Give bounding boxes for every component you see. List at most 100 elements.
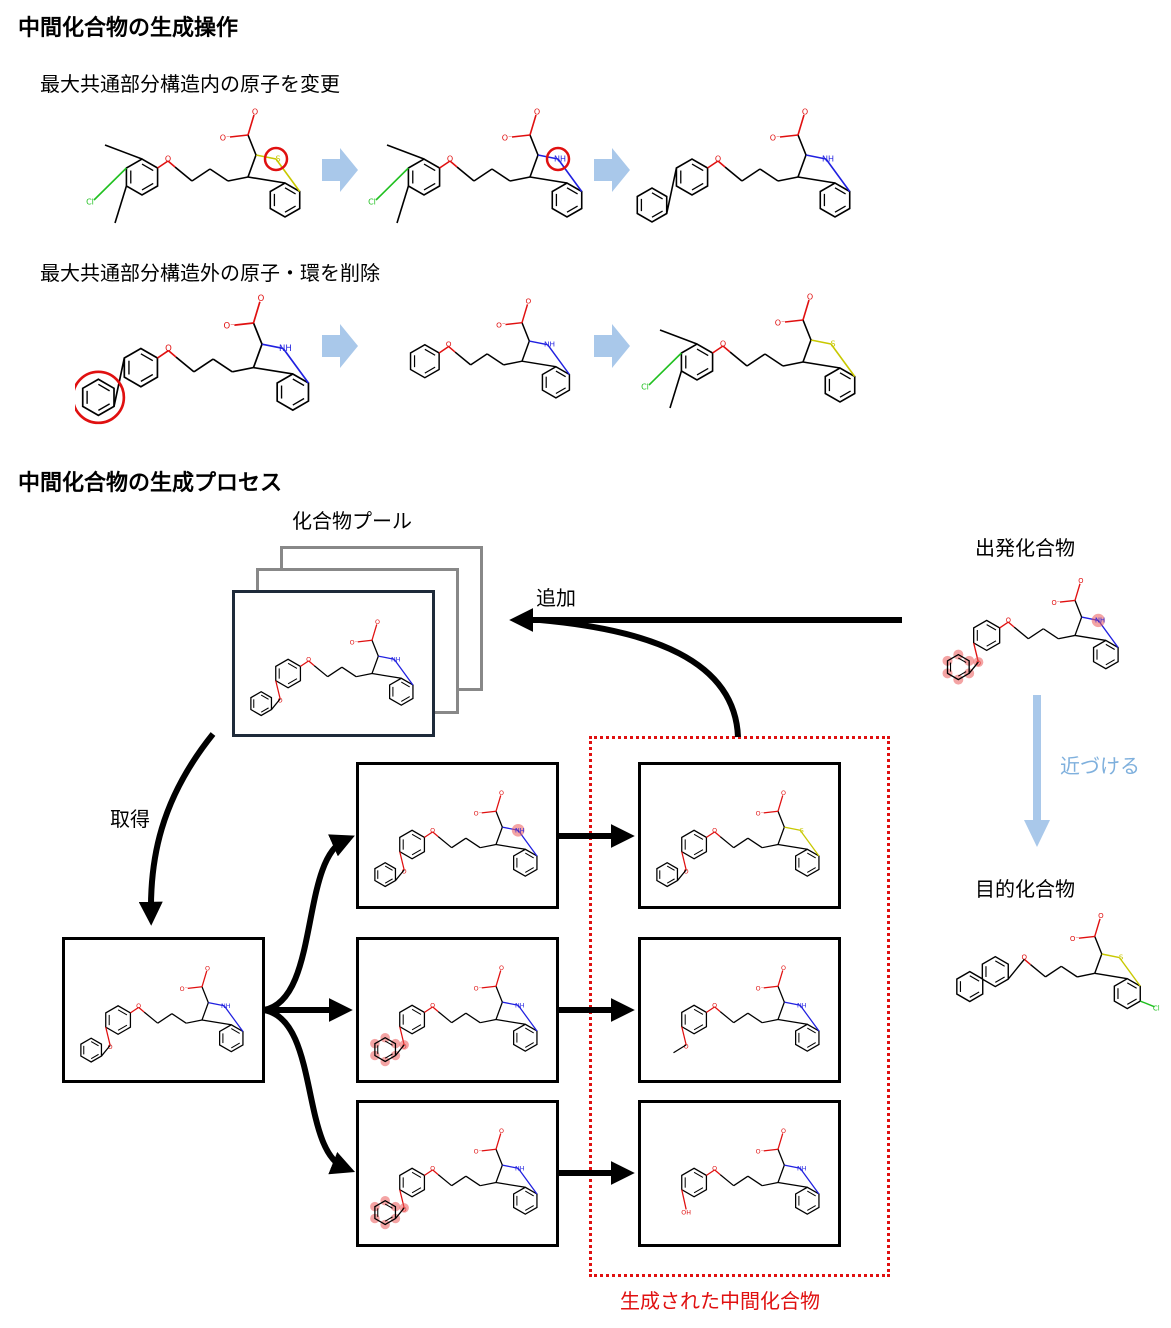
bond xyxy=(171,1013,187,1024)
ring-bond xyxy=(374,861,397,888)
bond xyxy=(529,340,548,346)
bond xyxy=(529,154,539,178)
oxygen-label: O⁻ xyxy=(756,1149,764,1156)
bond xyxy=(777,843,808,850)
ring-double-bond xyxy=(958,671,967,677)
ring-double-bond xyxy=(260,707,269,713)
ring-double-bond xyxy=(666,865,675,871)
bond xyxy=(437,1011,453,1024)
ring-double-bond xyxy=(807,1027,816,1034)
bond xyxy=(777,176,799,182)
ring-double-bond xyxy=(140,353,154,362)
ring-double-bond xyxy=(525,1205,534,1211)
bond xyxy=(521,322,531,342)
bond xyxy=(1101,953,1120,959)
ether-oxygen-label: O xyxy=(136,1003,141,1010)
bond xyxy=(502,1164,519,1169)
bond xyxy=(209,168,229,182)
bond xyxy=(1094,936,1103,955)
bond xyxy=(449,160,458,168)
ring-bond xyxy=(1092,639,1119,670)
ring-double-bond xyxy=(807,852,816,859)
generated-label: 生成された中間化合物 xyxy=(620,1289,820,1313)
oxygen-label: O xyxy=(781,965,786,972)
bond xyxy=(722,345,731,353)
ring-double-bond xyxy=(834,187,846,195)
bond xyxy=(521,360,557,368)
bond xyxy=(480,1018,497,1024)
bond xyxy=(438,345,450,354)
bond xyxy=(247,154,257,178)
bond xyxy=(707,160,719,169)
bond xyxy=(156,349,169,359)
bond xyxy=(252,343,263,368)
bond xyxy=(706,831,716,838)
ring-double-bond xyxy=(90,1041,99,1047)
bond xyxy=(777,986,785,1003)
molecule-drawing: SOO⁻OCl xyxy=(641,293,856,409)
ring-double-bond xyxy=(958,657,967,664)
ring-double-bond xyxy=(411,849,422,856)
bond xyxy=(825,158,851,192)
bond xyxy=(201,970,208,987)
bond xyxy=(669,370,683,409)
heteroatom-label: S xyxy=(830,340,835,349)
bond xyxy=(529,134,539,156)
bond xyxy=(799,829,820,857)
highlight-circle xyxy=(545,146,571,172)
bond xyxy=(719,1174,735,1187)
heteroatom-label: NH xyxy=(797,1002,807,1009)
bond xyxy=(495,1018,526,1025)
bond xyxy=(830,343,856,377)
ring-double-bond xyxy=(807,1205,816,1211)
bond xyxy=(386,144,425,160)
ring-double-bond xyxy=(969,991,980,998)
ring-double-bond xyxy=(696,367,709,376)
bond xyxy=(356,672,373,678)
oxygen-label: O xyxy=(802,108,808,117)
bond xyxy=(465,1012,481,1024)
oxygen-label: O xyxy=(499,965,504,972)
bond xyxy=(261,343,284,350)
heteroatom-label: NH xyxy=(822,155,834,164)
bond xyxy=(1074,634,1106,642)
oxygen-label: O⁻ xyxy=(496,320,506,329)
ring-double-bond xyxy=(231,1042,240,1049)
ring-bond xyxy=(973,619,1001,652)
oxygen-label: O⁻ xyxy=(1051,599,1060,607)
bond xyxy=(465,837,481,849)
ring-double-bond xyxy=(411,1171,422,1178)
ring-double-bond xyxy=(696,348,709,357)
bond xyxy=(782,361,804,367)
bond xyxy=(777,1001,785,1020)
ring-double-bond xyxy=(231,1028,240,1034)
ring-double-bond xyxy=(693,833,704,840)
highlight-atom xyxy=(1091,613,1105,628)
bond xyxy=(1094,918,1101,937)
chlorine-label: Cl xyxy=(641,383,649,392)
bond xyxy=(495,1181,526,1188)
bond xyxy=(495,811,503,828)
ether-oxygen-label: O xyxy=(402,868,407,875)
bond xyxy=(282,347,310,384)
ring-double-bond xyxy=(384,1053,393,1059)
bond xyxy=(1042,628,1059,640)
ether-oxygen-label: O xyxy=(1006,616,1011,624)
ring-double-bond xyxy=(693,849,704,856)
bond xyxy=(529,176,568,184)
bond xyxy=(424,831,434,838)
bond xyxy=(157,1013,173,1024)
ring-double-bond xyxy=(98,383,110,392)
ether-oxygen-label: O xyxy=(712,1002,717,1009)
bond xyxy=(227,176,249,182)
bond xyxy=(1074,616,1083,636)
ring-bond xyxy=(956,970,984,1003)
